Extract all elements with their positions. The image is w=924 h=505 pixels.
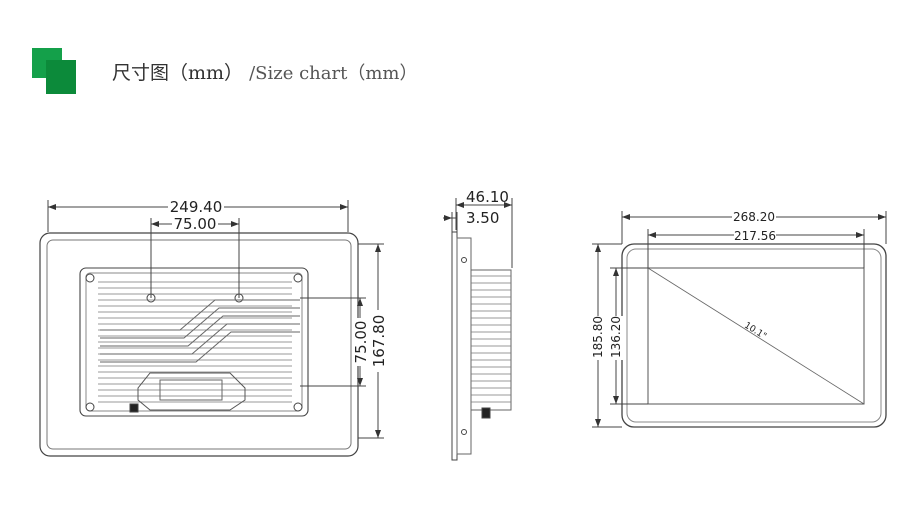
dim-depth-46: 46.10: [466, 188, 509, 206]
back-view: [39, 200, 384, 457]
dim-bezel-3-5: 3.50: [466, 209, 499, 227]
header: 尺寸图（mm） /Size chart（mm）: [32, 42, 632, 94]
panel-view: [592, 211, 887, 428]
dim-diagonal: 10.1": [742, 321, 768, 342]
side-view: [443, 198, 513, 461]
dim-mount-h-75: 75.00: [174, 215, 217, 233]
title-chinese: 尺寸图（mm）: [112, 62, 244, 84]
dim-width-268: 268.20: [733, 210, 775, 224]
dim-width-249: 249.40: [170, 198, 223, 216]
dim-height-185: 185.80: [591, 316, 605, 358]
dim-height-167: 167.80: [370, 315, 388, 368]
dim-active-height-136: 136.20: [609, 316, 623, 358]
title-english: /Size chart（mm）: [249, 63, 418, 84]
logo-icon: [32, 48, 78, 94]
page-title: 尺寸图（mm） /Size chart（mm）: [112, 58, 417, 85]
dim-active-width-217: 217.56: [734, 229, 776, 243]
dim-mount-v-75: 75.00: [352, 321, 370, 364]
